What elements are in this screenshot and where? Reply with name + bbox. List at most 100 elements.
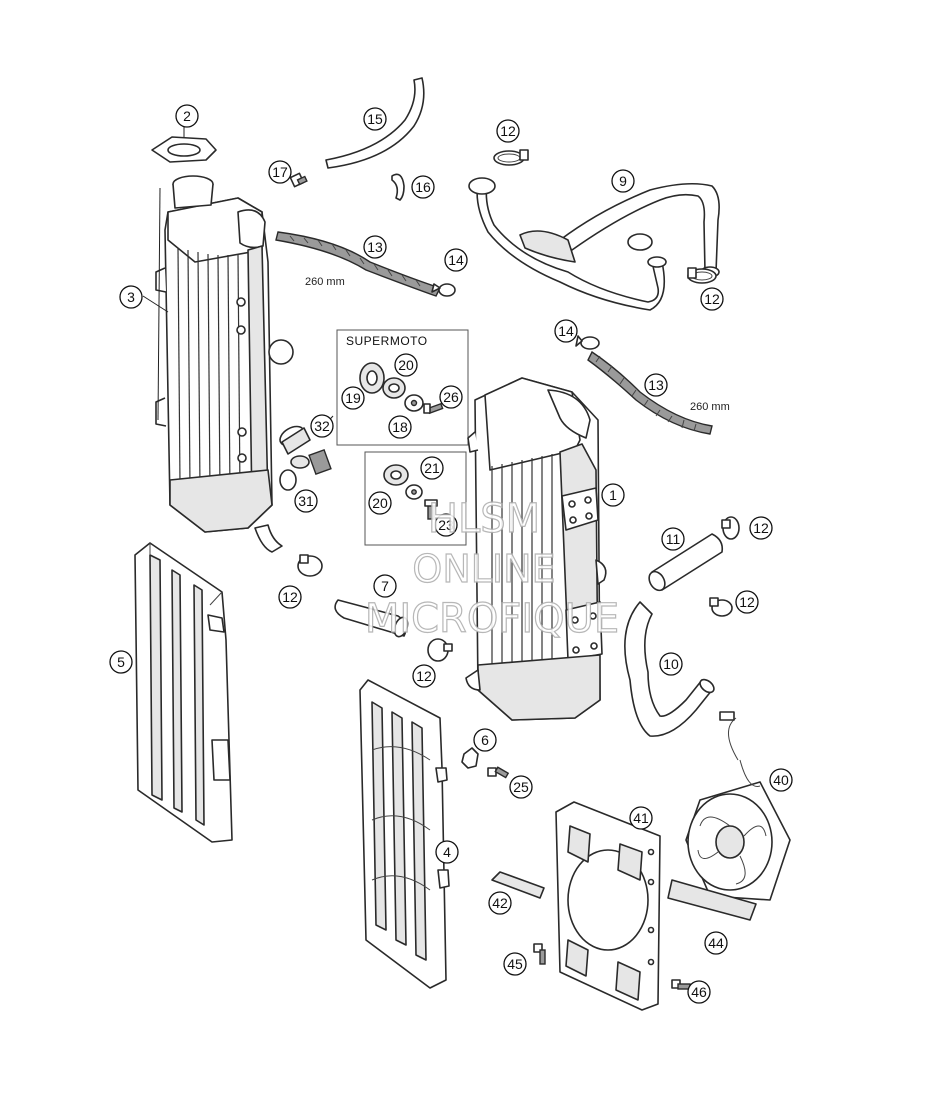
cooling-fan-40	[685, 711, 791, 901]
svg-text:2: 2	[183, 108, 191, 124]
svg-text:20: 20	[372, 495, 388, 511]
callout-15: 15	[363, 107, 387, 131]
svg-text:12: 12	[500, 123, 516, 139]
watermark: HLSM ONLINE MICROFIQUE	[364, 495, 620, 642]
hose-clamp-12-right	[687, 267, 717, 284]
protective-sleeve-13-left	[275, 231, 441, 297]
hose-10	[624, 601, 715, 737]
svg-text:11: 11	[666, 531, 681, 547]
callout-26: 26	[439, 385, 463, 409]
svg-text:40: 40	[773, 772, 789, 788]
svg-text:4: 4	[443, 844, 451, 860]
svg-text:7: 7	[381, 578, 389, 594]
y-hose-9	[468, 177, 720, 311]
protective-sleeve-13-right	[587, 350, 713, 435]
callout-1: 1	[601, 483, 625, 507]
svg-text:31: 31	[298, 493, 314, 509]
callout-12-mid: 12	[749, 516, 773, 540]
clip-16	[391, 173, 405, 201]
screw-46	[671, 979, 691, 990]
svg-text:12: 12	[282, 589, 298, 605]
watermark-line-2: ONLINE	[412, 547, 555, 591]
callout-32: 32	[310, 414, 334, 438]
svg-text:12: 12	[416, 668, 432, 684]
callout-20-lower: 20	[368, 491, 392, 515]
supermoto-box-label: SUPERMOTO	[346, 334, 428, 348]
svg-text:25: 25	[513, 779, 529, 795]
hose-7	[334, 599, 409, 638]
hose-clamp-12-lower-right	[709, 597, 733, 617]
callout-12-lower-right: 12	[735, 590, 759, 614]
svg-text:14: 14	[558, 323, 574, 339]
svg-text:19: 19	[345, 390, 361, 406]
supermoto-parts-upper	[359, 362, 444, 415]
callout-5: 5	[109, 650, 133, 674]
callout-3: 3	[119, 285, 143, 309]
svg-text:3: 3	[127, 289, 135, 305]
foam-pad-42	[491, 871, 545, 899]
hose-11	[648, 533, 724, 592]
radiator-cap	[151, 136, 217, 163]
callout-17: 17	[268, 160, 292, 184]
callout-6: 6	[473, 728, 497, 752]
cover-plate-44	[667, 879, 757, 921]
supermoto-kit-box	[336, 329, 469, 446]
svg-text:45: 45	[507, 956, 523, 972]
vent-hose-15	[325, 77, 425, 169]
callout-25: 25	[509, 775, 533, 799]
hose-clamp-12-top	[493, 149, 529, 166]
callout-46: 46	[687, 980, 711, 1004]
callout-14-left: 14	[444, 248, 468, 272]
callout-44: 44	[704, 931, 728, 955]
svg-text:15: 15	[367, 111, 383, 127]
callout-14-right: 14	[554, 319, 578, 343]
callout-45: 45	[503, 952, 527, 976]
hose-clamp-12-left-low	[297, 554, 323, 577]
svg-text:9: 9	[619, 173, 627, 189]
svg-text:6: 6	[481, 732, 489, 748]
hose-clamp-12-center	[427, 638, 453, 662]
svg-text:23: 23	[438, 517, 454, 533]
callout-21: 21	[420, 456, 444, 480]
svg-text:12: 12	[753, 520, 769, 536]
callout-7: 7	[373, 574, 397, 598]
callout-13-left: 13	[363, 235, 387, 259]
hose-clamp-14-left	[431, 283, 456, 297]
svg-text:46: 46	[691, 984, 707, 1000]
callout-4: 4	[435, 840, 459, 864]
svg-text:41: 41	[633, 810, 649, 826]
screw-25	[487, 766, 510, 779]
watermark-line-3: MICROFIQUE	[365, 596, 619, 642]
callout-12-top: 12	[496, 119, 520, 143]
callout-12-right: 12	[700, 287, 724, 311]
svg-text:13: 13	[367, 239, 383, 255]
hose-clamp-14-right	[575, 335, 600, 350]
screw-17	[289, 172, 308, 188]
svg-text:1: 1	[609, 487, 617, 503]
callout-42: 42	[488, 891, 512, 915]
svg-text:17: 17	[272, 164, 288, 180]
callout-13-right: 13	[644, 373, 668, 397]
callout-16: 16	[411, 175, 435, 199]
left-radiator	[155, 175, 294, 553]
radiator-shroud-4	[359, 679, 450, 989]
callout-9: 9	[611, 169, 635, 193]
svg-text:10: 10	[663, 656, 679, 672]
svg-text:26: 26	[443, 389, 459, 405]
callout-18: 18	[388, 415, 412, 439]
nut-6	[461, 747, 479, 769]
svg-text:12: 12	[704, 291, 720, 307]
callout-40: 40	[769, 768, 793, 792]
callout-20-upper: 20	[394, 353, 418, 377]
supermoto-parts-lower	[383, 464, 438, 520]
svg-text:21: 21	[424, 460, 440, 476]
right-radiator	[465, 377, 607, 721]
callout-19: 19	[341, 386, 365, 410]
callout-10: 10	[659, 652, 683, 676]
hose-length-note-left: 260 mm	[305, 276, 345, 288]
callout-12-center: 12	[412, 664, 436, 688]
svg-text:44: 44	[708, 935, 724, 951]
callout-23: 23	[434, 513, 458, 537]
hose-length-note-right: 260 mm	[690, 401, 730, 413]
